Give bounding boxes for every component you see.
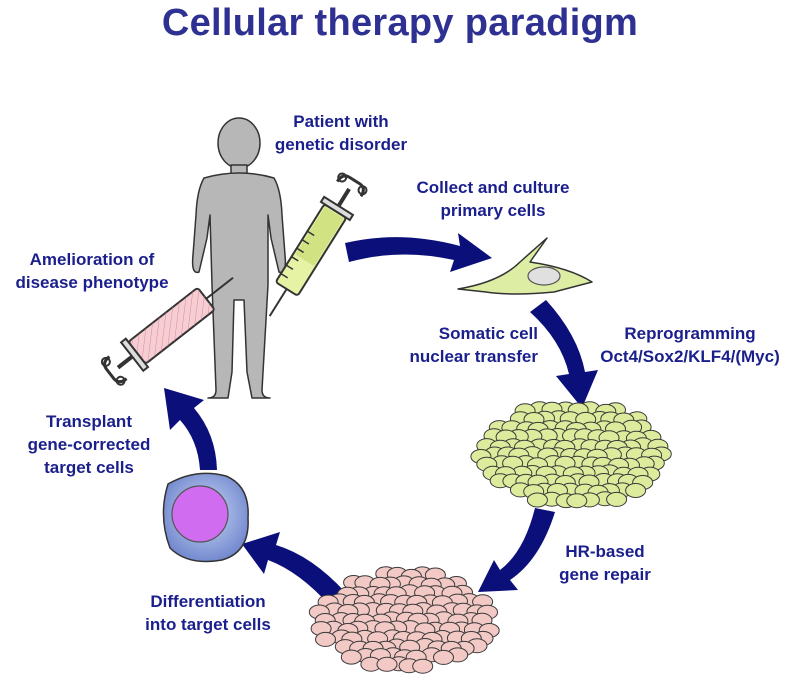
cell	[625, 483, 647, 498]
label-amelioration-line1: Amelioration of	[29, 250, 155, 269]
cell	[526, 492, 548, 508]
label-reprogramming-line1: Reprogramming	[624, 324, 756, 343]
cell-cluster-icon	[470, 401, 672, 509]
label-transplant-line1: Transplant	[46, 412, 132, 431]
label-differentiation: Differentiation into target cells	[118, 590, 298, 636]
cell	[566, 493, 588, 509]
label-differentiation-line1: Differentiation	[150, 592, 266, 611]
cell	[433, 649, 454, 665]
label-hr-repair-line2: gene repair	[559, 565, 651, 584]
label-reprogramming-line2: Oct4/Sox2/KLF4/(Myc)	[600, 347, 780, 366]
label-hr-repair-line1: HR-based	[565, 542, 645, 561]
label-reprogramming: Reprogramming Oct4/Sox2/KLF4/(Myc)	[584, 322, 796, 368]
label-transplant-line2: gene-corrected	[27, 435, 151, 454]
label-differentiation-line2: into target cells	[145, 615, 271, 634]
label-collect-line2: primary cells	[440, 201, 546, 220]
syringe-pink-icon	[100, 276, 234, 386]
label-hr-repair: HR-based gene repair	[540, 540, 670, 586]
cell	[376, 656, 398, 672]
cell	[412, 658, 434, 674]
cell	[315, 631, 336, 647]
label-somatic-line1: Somatic cell	[438, 324, 538, 343]
label-patient: Patient with genetic disorder	[256, 110, 426, 156]
curved-arrow-icon	[164, 233, 598, 606]
label-amelioration-line2: disease phenotype	[15, 273, 169, 292]
arrow-reprogram	[530, 300, 598, 408]
label-patient-line1: Patient with	[293, 112, 389, 131]
arrow-differentiate	[242, 532, 345, 606]
label-transplant: Transplant gene-corrected target cells	[14, 410, 164, 479]
label-amelioration: Amelioration of disease phenotype	[4, 248, 180, 294]
human-figure-icon	[191, 117, 287, 399]
label-collect-line1: Collect and culture	[416, 178, 570, 197]
label-patient-line2: genetic disorder	[274, 135, 408, 154]
target-cell-icon	[162, 472, 249, 563]
label-transplant-line3: target cells	[44, 458, 134, 477]
arrow-repair	[478, 508, 555, 592]
label-collect: Collect and culture primary cells	[398, 176, 588, 222]
label-somatic: Somatic cell nuclear transfer	[378, 322, 539, 368]
arrow-collect	[345, 233, 492, 272]
cell	[340, 649, 362, 665]
cell	[606, 491, 628, 507]
corrected-cell-cluster-icon	[308, 566, 500, 674]
fibroblast-cell-icon	[457, 237, 593, 295]
diagram-title: Cellular therapy paradigm	[161, 2, 639, 44]
label-somatic-line2: nuclear transfer	[409, 347, 539, 366]
syringe-green-icon	[268, 172, 368, 317]
arrow-transplant	[164, 388, 217, 470]
